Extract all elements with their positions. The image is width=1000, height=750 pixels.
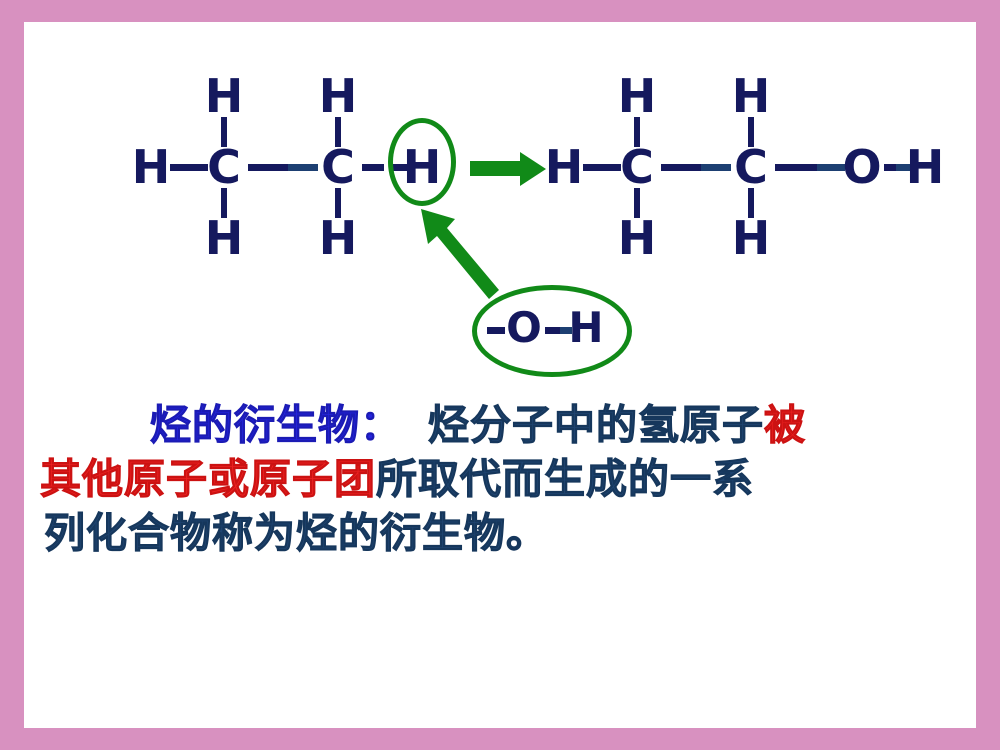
bond-c2-top	[335, 117, 341, 147]
caption-line1-body: 烃分子中的氢原子	[428, 401, 764, 450]
caption-line2-highlight: 其他原子或原子团	[40, 455, 376, 504]
bond-c1-bottom	[221, 188, 227, 218]
bond-r-c1-top	[634, 117, 640, 147]
highlight-ellipse-hydrogen	[388, 118, 456, 206]
bond-c2-bottom	[335, 188, 341, 218]
atom-left-c1-top-h: H	[204, 69, 244, 123]
caption-line1-highlight: 被	[764, 401, 806, 450]
hydroxyl-replacement-arrow-icon	[421, 209, 499, 299]
atom-right-c1-top-h: H	[617, 69, 657, 123]
bond-r-c2-o-tail	[817, 164, 845, 171]
highlight-ellipse-hydroxyl	[472, 285, 632, 377]
bond-oh-o-h	[545, 327, 567, 334]
bond-r-c2-top	[748, 117, 754, 147]
bond-h-c1-left	[170, 164, 208, 171]
atom-left-c2: C	[321, 140, 355, 194]
atom-oh-o: O	[506, 303, 542, 352]
bond-r-h-c1	[583, 164, 621, 171]
atom-right-c2-top-h: H	[731, 69, 771, 123]
atom-oh-h: H	[568, 303, 604, 352]
caption-block: 烃的衍生物： 烃分子中的氢原子被 其他原子或原子团所取代而生成的一系 列化合物称为…	[40, 398, 960, 560]
caption-line-2: 其他原子或原子团所取代而生成的一系	[40, 452, 960, 506]
bond-r-c1-c2	[661, 164, 701, 171]
bond-r-o-h-tail	[896, 164, 910, 171]
caption-heading: 烃的衍生物：	[150, 401, 402, 450]
bond-r-c2-o	[775, 164, 817, 171]
caption-line-1: 烃的衍生物： 烃分子中的氢原子被	[40, 398, 960, 452]
atom-right-h: H	[544, 140, 584, 194]
caption-line-3: 列化合物称为烃的衍生物。	[40, 506, 960, 560]
bond-oh-dash	[487, 327, 505, 334]
bond-c1-top	[221, 117, 227, 147]
atom-right-c2-bottom-h: H	[731, 211, 771, 265]
bond-r-o-h	[884, 164, 904, 171]
caption-line2-body: 所取代而生成的一系	[376, 455, 754, 504]
bond-oh-o-h-tail	[560, 327, 572, 334]
atom-left-c1: C	[207, 140, 241, 194]
bond-r-c2-bottom	[748, 188, 754, 218]
annotation-arrows	[421, 152, 546, 299]
atom-left-c1-bottom-h: H	[204, 211, 244, 265]
substitution-arrow-icon	[470, 152, 546, 186]
atom-right-c2: C	[734, 140, 768, 194]
atom-right-c1-bottom-h: H	[617, 211, 657, 265]
bond-c1-c2	[248, 164, 288, 171]
slide-body	[24, 22, 976, 728]
bond-c1-c2-tail	[288, 164, 318, 171]
atom-left-h: H	[131, 140, 171, 194]
bond-r-c1-c2-tail	[701, 164, 731, 171]
atom-right-o: O	[842, 140, 882, 194]
atom-right-o-h: H	[905, 140, 945, 194]
atom-right-c1: C	[620, 140, 654, 194]
atom-left-c2-top-h: H	[318, 69, 358, 123]
bond-r-c1-bottom	[634, 188, 640, 218]
bond-c2-h-right-a	[362, 164, 384, 171]
caption-line3-body: 列化合物称为烃的衍生物。	[44, 509, 548, 558]
molecule-diagram: H C H H C H H H H C H H C H H	[131, 69, 945, 377]
atom-left-c2-bottom-h: H	[318, 211, 358, 265]
